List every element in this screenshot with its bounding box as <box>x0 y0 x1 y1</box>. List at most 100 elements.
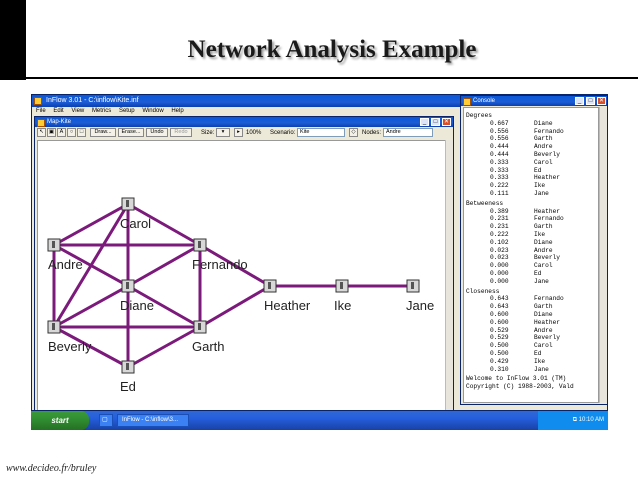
person-glyph-icon <box>340 282 343 289</box>
select-arrow-icon[interactable]: ↖ <box>37 128 46 137</box>
menu-window[interactable]: Window <box>142 108 164 114</box>
menu-setup[interactable]: Setup <box>118 108 135 114</box>
node-carol[interactable]: Carol <box>120 197 151 231</box>
metric-value: 0.429 <box>490 357 509 365</box>
edge-carol-beverly[interactable] <box>52 203 130 328</box>
metric-value: 0.556 <box>490 127 509 135</box>
node-diane[interactable]: Diane <box>120 279 154 313</box>
edge-garth-ed[interactable] <box>127 325 201 369</box>
node-ed[interactable]: Ed <box>120 360 136 394</box>
edge-diane-beverly[interactable] <box>53 284 129 329</box>
metric-value: 0.111 <box>490 189 509 197</box>
metric-node-name: Diane <box>534 238 553 246</box>
metric-value: 0.000 <box>490 277 509 285</box>
node-garth[interactable]: Garth <box>192 320 225 354</box>
console-row: 0.429 Ike <box>466 358 596 366</box>
menu-view[interactable]: View <box>71 108 85 114</box>
node-heather[interactable]: Heather <box>263 279 311 313</box>
undo-button[interactable]: Undo <box>146 128 168 137</box>
person-glyph-icon <box>198 323 201 330</box>
taskbar-inflow-button[interactable]: InFlow - C:\inflow\3... <box>117 414 189 427</box>
slide-title: Network Analysis Example <box>187 36 477 63</box>
menu-edit[interactable]: Edit <box>53 108 64 114</box>
node-label: Beverly <box>48 339 92 354</box>
metric-node-name: Jane <box>534 365 549 373</box>
menu-help[interactable]: Help <box>171 108 184 114</box>
inflow-main-window: InFlow 3.01 - C:\inflow\Kite.inf _ □ ✕ F… <box>31 94 608 411</box>
square-tool-icon[interactable]: □ <box>77 128 86 137</box>
person-glyph-icon <box>411 282 414 289</box>
node-fernando[interactable]: Fernando <box>192 238 248 272</box>
redo-button[interactable]: Redo <box>170 128 192 137</box>
main-title: InFlow 3.01 - C:\inflow\Kite.inf <box>46 97 139 104</box>
metric-node-name: Heather <box>534 174 560 182</box>
node-andre[interactable]: Andre <box>47 238 83 272</box>
draw-button[interactable]: Draw... <box>90 128 116 137</box>
node-shape-icon[interactable]: ◇ <box>349 128 358 137</box>
console-minimize-button[interactable]: _ <box>575 97 584 105</box>
metric-node-name: Ike <box>534 357 546 365</box>
edge-andre-carol[interactable] <box>53 202 129 247</box>
map-maximize-button[interactable]: □ <box>431 118 440 126</box>
map-titlebar[interactable]: Map-Kite _ □ ✕ <box>35 117 453 127</box>
console-titlebar[interactable]: Console _ □ ✕ <box>461 96 607 106</box>
edge-garth-heather[interactable] <box>199 284 271 329</box>
metric-value: 0.231 <box>490 223 509 231</box>
edge-diane-garth[interactable] <box>127 284 201 329</box>
quicklaunch-icon[interactable]: ▢ <box>99 414 113 427</box>
node-ike[interactable]: Ike <box>334 279 351 313</box>
start-button[interactable]: start <box>31 411 89 430</box>
metric-value: 0.667 <box>490 119 509 127</box>
node-label: Fernando <box>192 257 248 272</box>
person-glyph-icon <box>268 282 271 289</box>
map-vertical-scrollbar[interactable] <box>445 140 453 410</box>
node-beverly[interactable]: Beverly <box>47 320 92 354</box>
edge-fernando-heather[interactable] <box>199 243 271 288</box>
copyright-line: Copyright (C) 1988-2003, Vald <box>466 383 574 391</box>
console-window-icon <box>463 98 471 106</box>
tray-network-icon[interactable]: ⧉ <box>572 417 579 423</box>
map-minimize-button[interactable]: _ <box>420 118 429 126</box>
metric-node-name: Ed <box>534 269 542 277</box>
edge-fernando-diane[interactable] <box>127 243 201 288</box>
metric-node-name: Diane <box>534 119 553 127</box>
node-tool-icon[interactable]: ▣ <box>47 128 56 137</box>
scenario-select[interactable]: Kite <box>297 128 345 137</box>
metric-node-name: Garth <box>534 303 553 311</box>
edge-beverly-ed[interactable] <box>53 325 129 369</box>
map-close-button[interactable]: ✕ <box>442 118 451 126</box>
text-tool-icon[interactable]: A <box>57 128 66 137</box>
menu-file[interactable]: File <box>36 108 46 114</box>
oval-tool-icon[interactable]: ○ <box>67 128 76 137</box>
nodes-select[interactable]: Andre <box>383 128 433 137</box>
metric-value: 0.529 <box>490 334 509 342</box>
metric-value: 0.600 <box>490 310 509 318</box>
erase-button[interactable]: Erase... <box>118 128 144 137</box>
metric-value: 0.600 <box>490 318 509 326</box>
node-label: Ike <box>334 298 351 313</box>
node-jane[interactable]: Jane <box>406 279 434 313</box>
metric-node-name: Garth <box>534 223 553 231</box>
person-glyph-icon <box>126 200 129 207</box>
console-maximize-button[interactable]: □ <box>586 97 595 105</box>
size-select[interactable]: ▾ <box>216 128 230 137</box>
console-close-button[interactable]: ✕ <box>597 97 606 105</box>
console-vertical-scrollbar[interactable] <box>599 107 607 403</box>
metric-value: 0.333 <box>490 174 509 182</box>
screenshot-desktop: InFlow 3.01 - C:\inflow\Kite.inf _ □ ✕ F… <box>31 94 608 430</box>
zoom-arrow-icon[interactable]: ▸ <box>234 128 243 137</box>
menu-metrics[interactable]: Metrics <box>91 108 112 114</box>
node-label: Carol <box>120 216 151 231</box>
edge-carol-fernando[interactable] <box>127 202 201 247</box>
